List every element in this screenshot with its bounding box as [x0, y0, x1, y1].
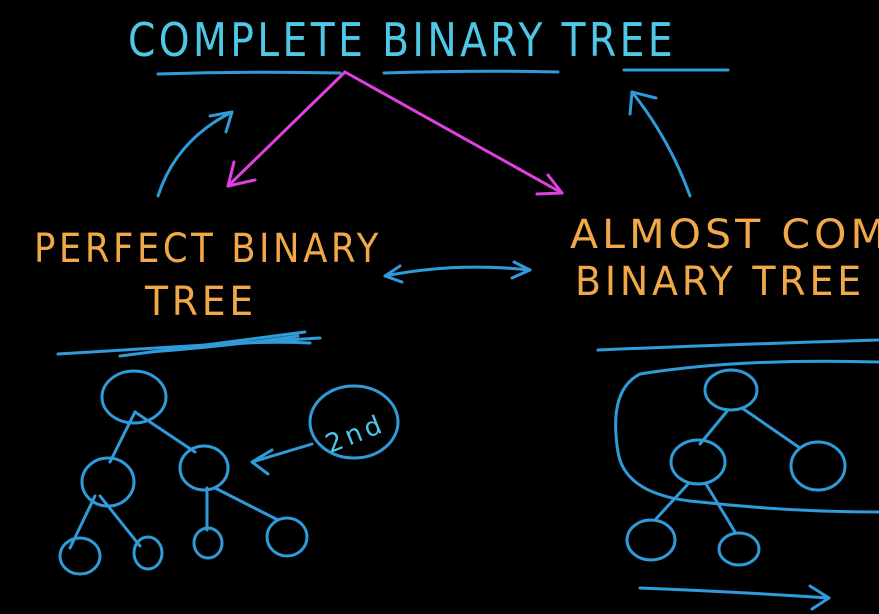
left-underline-scribble — [56, 330, 322, 358]
perfect-binary-tree-line1: PERFECT BINARY — [34, 226, 382, 272]
second-note: 2nd — [250, 384, 400, 476]
double-arrow — [383, 260, 532, 284]
magenta-arrows — [226, 70, 564, 196]
perfect-binary-tree-line2: TREE — [144, 279, 257, 325]
right-underline — [596, 338, 879, 352]
bottom-right-arrow — [638, 584, 831, 611]
almost-complete-line2: BINARY TREE — [575, 259, 865, 305]
title-underlines — [156, 68, 730, 76]
blue-up-arrows — [156, 90, 692, 198]
perfect-tree — [58, 369, 309, 576]
title-text: COMPLETE BINARY TREE — [128, 13, 676, 67]
almost-complete-line1: ALMOST COM — [570, 212, 879, 258]
almost-complete-tree — [614, 359, 879, 567]
